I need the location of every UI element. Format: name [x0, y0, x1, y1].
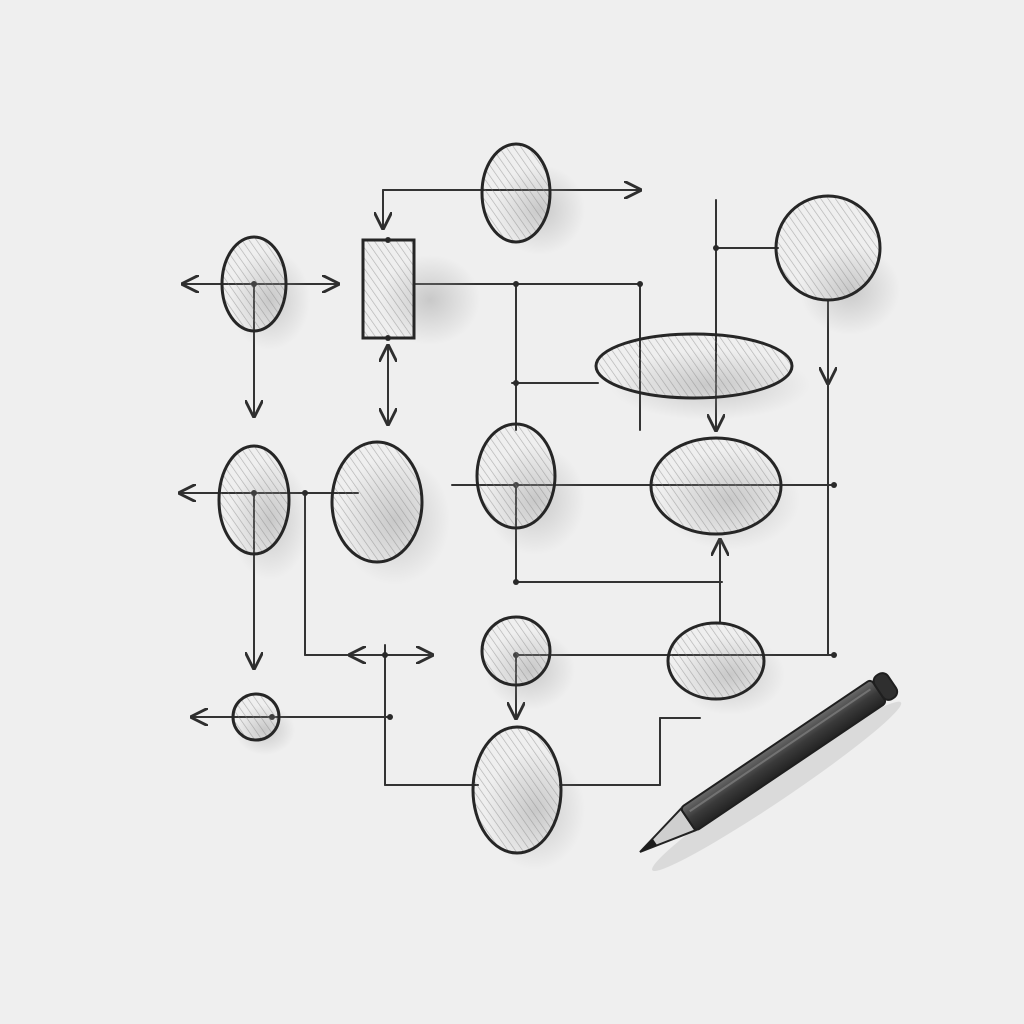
node-ellipse: [330, 440, 424, 564]
node-ellipse: [220, 235, 288, 333]
node-ellipse: [471, 725, 563, 855]
node-ellipse: [666, 621, 766, 701]
node-ellipse: [480, 142, 552, 244]
node-circle: [480, 615, 552, 687]
node-ellipse: [649, 436, 783, 536]
junction-dot: [513, 579, 519, 585]
junction-dot: [382, 652, 388, 658]
node-rectangle: [361, 238, 416, 340]
junction-dot: [831, 652, 837, 658]
node-circle: [774, 194, 882, 302]
diagram-nodes: [217, 142, 882, 855]
pencil-drawing: [639, 672, 902, 872]
junction-dot: [713, 245, 719, 251]
node-ellipse: [217, 444, 291, 556]
junction-dot: [513, 281, 519, 287]
junction-dot: [387, 714, 393, 720]
junction-dot: [513, 380, 519, 386]
junction-dot: [637, 281, 643, 287]
node-circle: [231, 692, 281, 742]
node-ellipse: [475, 422, 557, 530]
node-pill: [594, 332, 794, 400]
junction-dot: [831, 482, 837, 488]
